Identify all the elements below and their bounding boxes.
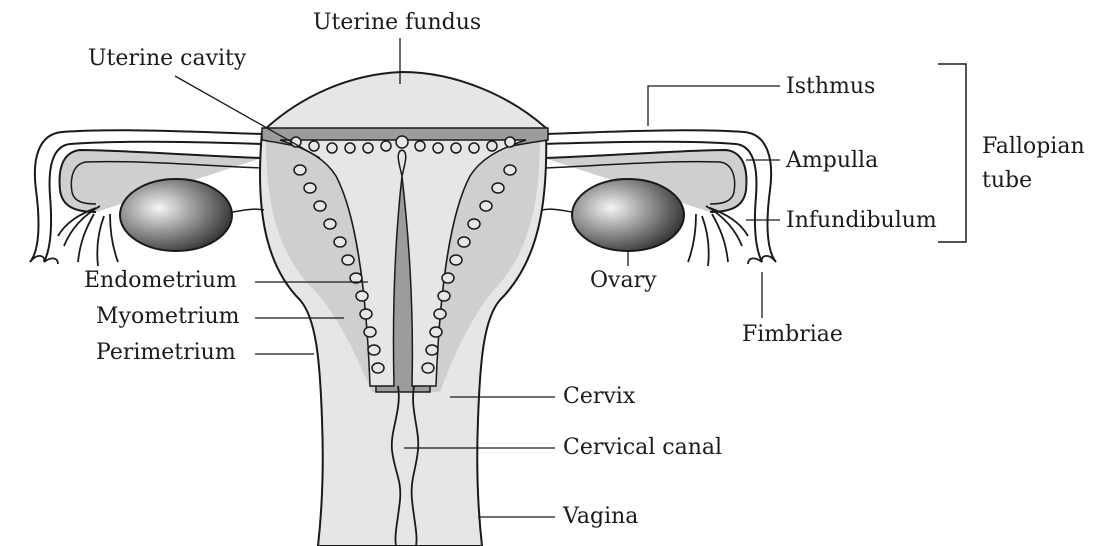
label-infundibulum: Infundibulum: [786, 208, 937, 233]
label-fimbriae: Fimbriae: [742, 322, 843, 347]
endometrial-crypts-top: [290, 135, 516, 154]
label-ovary: Ovary: [590, 268, 657, 293]
label-isthmus: Isthmus: [786, 74, 876, 99]
label-uterine-fundus: Uterine fundus: [313, 10, 482, 35]
right-ovary: [571, 178, 685, 252]
label-cervical-canal: Cervical canal: [563, 435, 723, 460]
label-fallopian-tube-line1: Fallopian: [982, 134, 1085, 159]
label-fallopian-tube-line2: tube: [982, 168, 1033, 193]
leader-lines: [174, 38, 780, 518]
cervical-canal: [390, 385, 420, 546]
label-vagina: Vagina: [563, 504, 639, 529]
right-ovarian-ligament: [541, 208, 573, 213]
left-fimbriae: [29, 205, 119, 267]
left-ovary: [119, 178, 233, 252]
label-ampulla: Ampulla: [786, 148, 879, 173]
label-uterine-cavity: Uterine cavity: [88, 46, 247, 71]
label-myometrium: Myometrium: [96, 304, 240, 329]
left-ovarian-ligament: [231, 208, 265, 213]
label-perimetrium: Perimetrium: [96, 340, 236, 365]
label-cervix: Cervix: [563, 384, 636, 409]
endometrial-crypts-left: [293, 164, 385, 374]
right-fimbriae: [687, 205, 777, 267]
label-endometrium: Endometrium: [84, 268, 237, 293]
fallopian-tube-bracket: [938, 63, 967, 243]
endometrial-crypts-right: [421, 164, 517, 374]
uterine-cavity-lumen: [279, 139, 527, 387]
